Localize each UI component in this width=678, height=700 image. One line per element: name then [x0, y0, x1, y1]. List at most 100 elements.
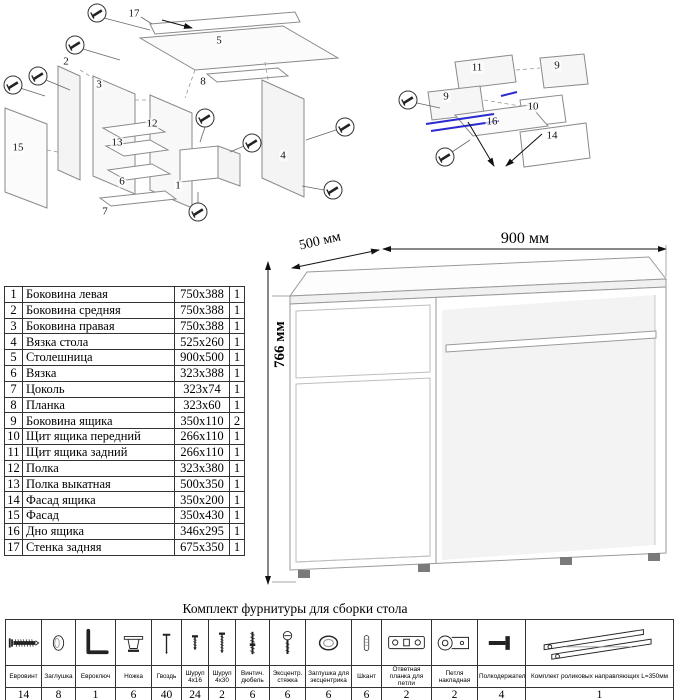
part-number-callout: 3 [95, 78, 103, 91]
part-size: 675x350 [174, 538, 230, 556]
hardware-item-label: Шуруп 4х30 [208, 664, 236, 689]
part-size: 900x500 [174, 349, 230, 366]
part-size: 323x60 [174, 396, 230, 414]
part-qty: 1 [229, 317, 245, 335]
hardware-item-qty: 6 [351, 687, 382, 700]
part-number-callout: 1 [174, 179, 182, 192]
cap-icon [41, 619, 76, 666]
part-num: 1 [4, 286, 23, 303]
part-num: 10 [4, 428, 23, 445]
hardware-item-qty: 1 [75, 687, 116, 700]
part-num: 13 [4, 475, 23, 493]
part-name: Боковина ящика [22, 412, 175, 430]
part-name: Боковина средняя [22, 301, 175, 319]
part-name: Вязка [22, 364, 175, 382]
part-qty: 1 [229, 333, 245, 351]
hardware-item-qty: 2 [431, 687, 478, 700]
part-size: 350x430 [174, 507, 230, 524]
part-qty: 1 [229, 459, 245, 477]
shelf-pin-icon [477, 619, 526, 666]
part-qty: 1 [229, 522, 245, 540]
part-qty: 1 [229, 475, 245, 493]
hardware-item-label: Ножка [115, 664, 152, 689]
hardware-kit-title: Комплект фурнитуры для сборки стола [182, 601, 408, 616]
part-name: Столешница [22, 349, 175, 366]
part-number-callout: 2 [62, 55, 70, 68]
hardware-item-label: Гвоздь [151, 664, 182, 689]
part-name: Боковина правая [22, 317, 175, 335]
part-qty: 1 [229, 428, 245, 445]
part-name: Боковина левая [22, 286, 175, 303]
part-number-callout: 13 [110, 136, 124, 149]
hardware-item-label: Комплект роликовых направляющих L=350мм [525, 664, 674, 689]
part-qty: 1 [229, 301, 245, 319]
part-size: 323x388 [174, 364, 230, 382]
part-number-callout: 9 [442, 90, 450, 103]
part-qty: 1 [229, 396, 245, 414]
hardware-item-qty: 1 [525, 687, 674, 700]
part-num: 6 [4, 364, 23, 382]
part-number-callout: 6 [118, 175, 126, 188]
hardware-item-qty: 24 [181, 687, 209, 700]
part-qty: 2 [229, 412, 245, 430]
part-size: 750x388 [174, 317, 230, 335]
part-number-callout: 5 [215, 34, 223, 47]
part-number-callout: 15 [11, 141, 25, 154]
dimension-lines [265, 245, 667, 585]
part-qty: 1 [229, 286, 245, 303]
part-number-callout: 14 [545, 129, 559, 142]
roller-rails-icon [525, 619, 674, 666]
hardware-item-label: Шуруп 4х16 [181, 664, 209, 689]
part-name: Щит ящика задний [22, 443, 175, 461]
part-number-callout: 8 [199, 75, 207, 88]
hardware-item-qty: 14 [5, 687, 42, 700]
hardware-item-qty: 4 [477, 687, 526, 700]
part-name: Полка выкатная [22, 475, 175, 493]
hardware-item-label: Шкант [351, 664, 382, 689]
part-num: 7 [4, 380, 23, 398]
dimension-width-label: 900 мм [500, 230, 550, 247]
part-qty: 1 [229, 491, 245, 509]
part-num: 4 [4, 333, 23, 351]
part-name: Планка [22, 396, 175, 414]
part-name: Полка [22, 459, 175, 477]
leg-icon [115, 619, 152, 666]
dimension-height-label: 766 мм [272, 321, 288, 368]
part-num: 11 [4, 443, 23, 461]
dowel-icon [351, 619, 382, 666]
part-number-callout: 4 [279, 149, 287, 162]
part-number-callout: 16 [485, 115, 499, 128]
part-name: Щит ящика передний [22, 428, 175, 445]
hardware-item-label: Заглушка для эксцентрика [305, 664, 352, 689]
part-qty: 1 [229, 443, 245, 461]
euroscrew-icon [5, 619, 42, 666]
hardware-item-qty: 6 [269, 687, 306, 700]
cam-cap-icon [305, 619, 352, 666]
hinge-icon [431, 619, 478, 666]
part-qty: 1 [229, 507, 245, 524]
part-qty: 1 [229, 538, 245, 556]
hardware-item-label: Полкодержатель [477, 664, 526, 689]
hardware-item-qty: 6 [235, 687, 270, 700]
desk-3d-view [289, 256, 667, 578]
nail-icon [151, 619, 182, 666]
part-num: 17 [4, 538, 23, 556]
part-number-callout: 10 [526, 100, 540, 113]
hardware-item-qty: 2 [381, 687, 432, 700]
part-number-callout: 17 [127, 7, 141, 20]
hardware-item-label: Петля накладная [431, 664, 478, 689]
hardware-item-label: Заглушка [41, 664, 76, 689]
